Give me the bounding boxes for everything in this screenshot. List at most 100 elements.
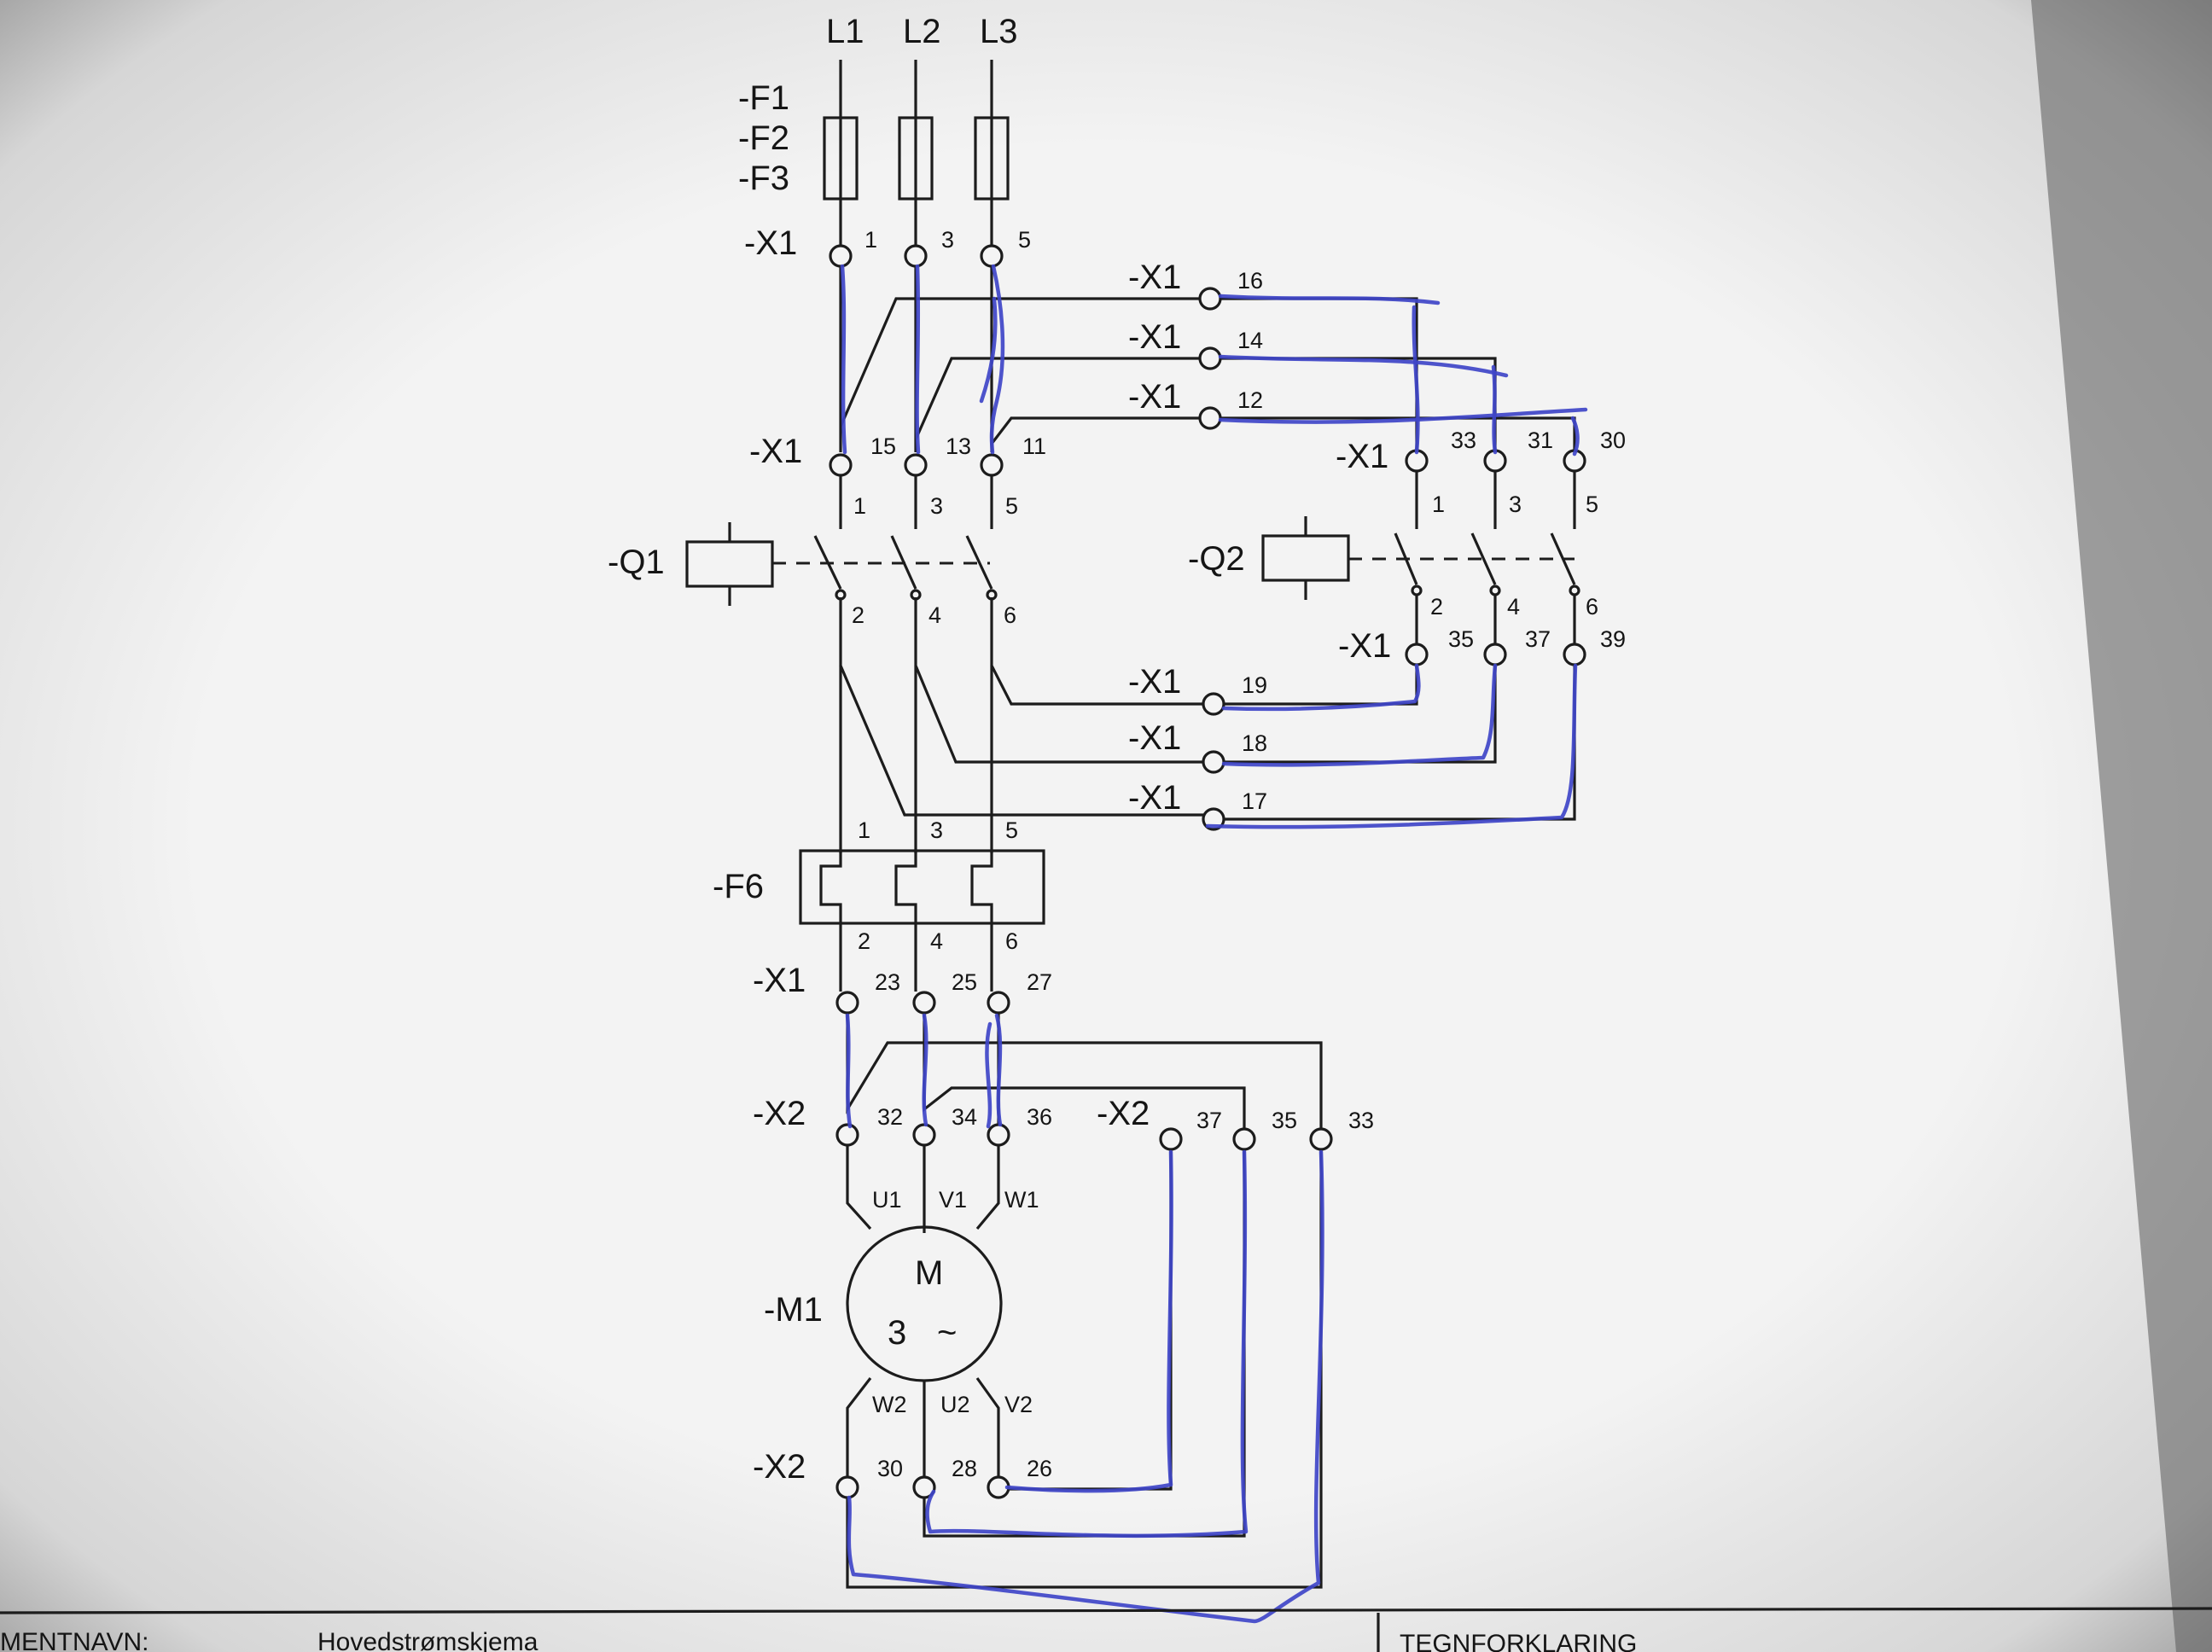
motor-tilde: ~ — [937, 1314, 957, 1352]
label-x2-top: -X2 — [753, 1095, 806, 1132]
f6-label: -F6 — [713, 868, 764, 905]
terminal-label-5: 5 — [1018, 227, 1031, 253]
terminal-label-19: 19 — [1242, 672, 1267, 698]
terminal-label-35: 35 — [1448, 626, 1474, 652]
q2-pole-in-1: 1 — [1432, 492, 1445, 517]
pen-annotations — [840, 264, 1588, 1624]
terminal-label-32: 32 — [877, 1104, 903, 1130]
terminal-x1-15 — [829, 453, 853, 477]
terminal-label-39: 39 — [1600, 626, 1626, 652]
fuse-f2 — [898, 116, 934, 201]
terminal-label-31: 31 — [1528, 428, 1553, 453]
terminal-x1-39 — [1563, 643, 1586, 666]
label-x1-14: -X1 — [1128, 318, 1181, 356]
label-x1-12: -X1 — [1128, 378, 1181, 416]
label-x2-bottom: -X2 — [753, 1448, 806, 1486]
terminal-x1-25 — [912, 991, 936, 1015]
motor-symbol: M — [915, 1254, 943, 1292]
q2-pole-out-6: 6 — [1586, 594, 1598, 620]
terminal-label-11: 11 — [1022, 433, 1046, 459]
label-f2: -F2 — [738, 119, 789, 157]
terminal-label-35b: 35 — [1272, 1108, 1297, 1133]
terminal-x2-30 — [835, 1475, 859, 1499]
winding-u2: U2 — [940, 1392, 970, 1417]
q2-pole-out-2: 2 — [1430, 594, 1443, 620]
terminal-x1-3 — [904, 244, 928, 268]
terminal-label-27: 27 — [1027, 969, 1052, 995]
terminal-label-33: 33 — [1451, 428, 1476, 453]
terminal-label-26: 26 — [1027, 1456, 1052, 1481]
terminal-x2-34 — [912, 1123, 936, 1147]
terminal-label-14: 14 — [1237, 328, 1263, 353]
terminal-x1-18 — [1202, 750, 1225, 774]
f6-out-6: 6 — [1005, 928, 1018, 954]
label-l1: L1 — [826, 13, 864, 50]
label-x1-top: -X1 — [744, 224, 797, 262]
f6-out-4: 4 — [930, 928, 943, 954]
terminal-label-34: 34 — [952, 1104, 977, 1130]
terminal-label-15: 15 — [870, 433, 896, 459]
q1-pole-out-4: 4 — [928, 602, 941, 628]
label-l2: L2 — [903, 13, 941, 50]
fuse-f3 — [974, 116, 1010, 201]
f6-relay — [799, 849, 1045, 925]
winding-w2: W2 — [872, 1392, 907, 1417]
f6-in-1: 1 — [858, 817, 870, 843]
terminal-x1-27 — [987, 991, 1010, 1015]
terminal-label-1: 1 — [864, 227, 877, 253]
terminal-label-28: 28 — [952, 1456, 977, 1481]
q2-pole-in-3: 3 — [1509, 492, 1522, 517]
label-x1-bottom: -X1 — [753, 962, 806, 999]
terminal-x2-35 — [1232, 1127, 1256, 1151]
label-f3: -F3 — [738, 160, 789, 197]
motor-phase: 3 — [888, 1314, 906, 1352]
q1-pole-out-2: 2 — [852, 602, 864, 628]
label-x1-right: -X1 — [1336, 438, 1388, 475]
terminal-x1-37 — [1483, 643, 1507, 666]
terminal-x1-11 — [980, 453, 1004, 477]
terminal-label-37: 37 — [1525, 626, 1551, 652]
q2-label: -Q2 — [1188, 540, 1245, 578]
terminal-x1-5 — [980, 244, 1004, 268]
terminal-x1-14 — [1198, 346, 1222, 370]
label-x1-17: -X1 — [1128, 779, 1181, 817]
q1-pole-out-6: 6 — [1004, 602, 1016, 628]
terminal-label-37b: 37 — [1196, 1108, 1222, 1133]
footer-middle: Hovedstrømskjema — [317, 1628, 538, 1652]
terminal-x2-33 — [1309, 1127, 1333, 1151]
terminal-x1-23 — [835, 991, 859, 1015]
terminal-label-17: 17 — [1242, 788, 1267, 814]
winding-u1: U1 — [872, 1187, 902, 1213]
winding-v2: V2 — [1004, 1392, 1033, 1417]
label-x1-19: -X1 — [1128, 663, 1181, 701]
label-x1-mid: -X1 — [749, 433, 802, 470]
footer-left: MENTNAVN: — [0, 1628, 148, 1652]
terminal-label-36: 36 — [1027, 1104, 1052, 1130]
terminal-x1-19 — [1202, 692, 1225, 716]
terminal-label-3: 3 — [941, 227, 954, 253]
terminal-label-33b: 33 — [1348, 1108, 1374, 1133]
terminal-x1-16 — [1198, 287, 1222, 311]
q1-label: -Q1 — [608, 544, 665, 581]
motor-label: -M1 — [764, 1291, 823, 1329]
terminal-label-30b: 30 — [877, 1456, 903, 1481]
terminal-x2-36 — [987, 1123, 1010, 1147]
label-x2-right: -X2 — [1097, 1095, 1150, 1132]
q1-pole-in-1: 1 — [853, 493, 866, 519]
label-x1-18: -X1 — [1128, 719, 1181, 757]
label-x1-q2out: -X1 — [1338, 627, 1391, 665]
winding-w1: W1 — [1004, 1187, 1039, 1213]
terminal-x2-37 — [1159, 1127, 1183, 1151]
paper-shadow-right — [2031, 0, 2212, 1652]
terminal-label-16: 16 — [1237, 268, 1263, 294]
label-f1: -F1 — [738, 79, 789, 117]
label-l3: L3 — [980, 13, 1018, 50]
terminal-label-12: 12 — [1237, 387, 1263, 413]
f6-in-3: 3 — [930, 817, 943, 843]
f6-in-5: 5 — [1005, 817, 1018, 843]
winding-v1: V1 — [939, 1187, 967, 1213]
footer-right: TEGNFORKLARING — [1400, 1630, 1637, 1652]
terminal-x2-32 — [835, 1123, 859, 1147]
